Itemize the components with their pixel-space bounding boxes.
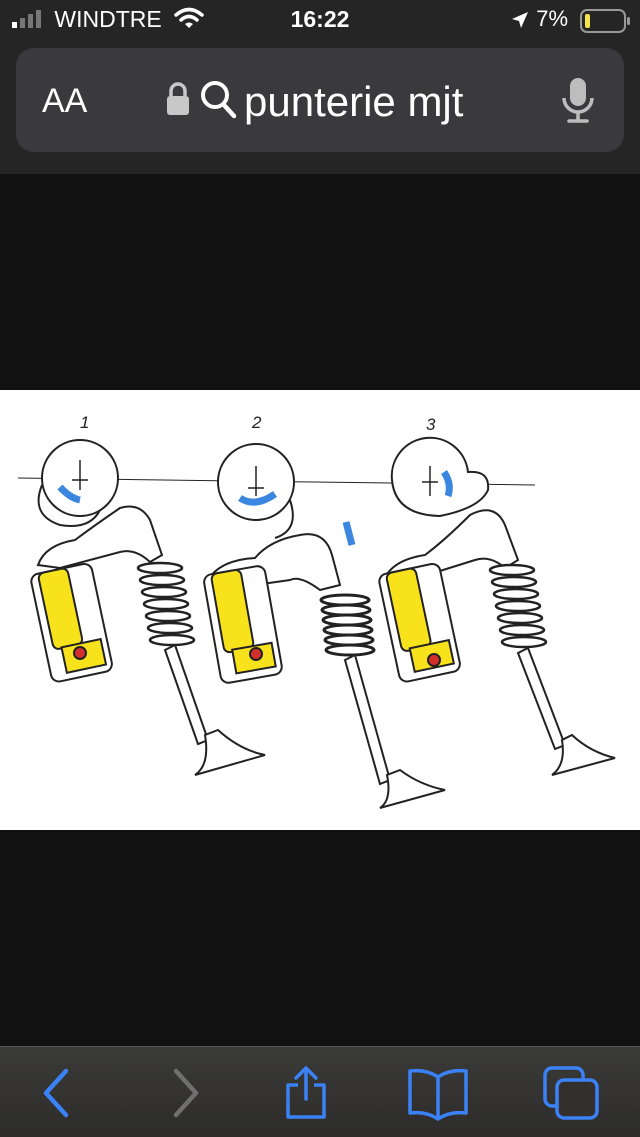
bottom-toolbar (0, 1046, 640, 1137)
diagram-label-2: 2 (251, 413, 262, 432)
image-viewer[interactable]: 1 2 3 (0, 390, 640, 830)
diagram-label-1: 1 (80, 413, 89, 432)
tabs-icon (543, 1066, 599, 1120)
battery-icon (580, 9, 630, 33)
share-button[interactable] (278, 1065, 334, 1121)
assembly-1 (30, 439, 266, 776)
tabs-button[interactable] (542, 1065, 602, 1121)
valve-tappet-diagram: 1 2 3 (17, 413, 616, 809)
share-icon (286, 1066, 326, 1119)
forward-icon (173, 1068, 199, 1118)
reader-button[interactable]: AA (42, 82, 88, 120)
microphone-icon[interactable] (560, 76, 596, 126)
back-button[interactable] (28, 1065, 84, 1121)
search-icon (201, 81, 237, 119)
back-icon (43, 1068, 69, 1118)
search-query[interactable]: punterie mjt (244, 78, 464, 125)
location-icon (512, 12, 528, 28)
clock: 16:22 (290, 6, 350, 32)
assembly-2 (203, 443, 446, 809)
address-bar[interactable]: AA punterie mjt (16, 48, 624, 152)
bookmarks-button[interactable] (406, 1065, 470, 1121)
battery-percentage: 7% (536, 6, 568, 31)
forward-button[interactable] (158, 1065, 214, 1121)
wifi-icon (174, 7, 204, 28)
bookmarks-icon (408, 1068, 468, 1121)
carrier: WINDTRE (12, 6, 204, 33)
assembly-3 (378, 436, 616, 776)
carrier-name: WINDTRE (54, 6, 162, 32)
signal-icon (12, 10, 41, 28)
status-bar: WINDTRE 16:22 7% (0, 0, 640, 42)
lock-icon (167, 82, 189, 115)
diagram-label-3: 3 (426, 415, 436, 434)
browser-chrome: AA punterie mjt (0, 42, 640, 174)
